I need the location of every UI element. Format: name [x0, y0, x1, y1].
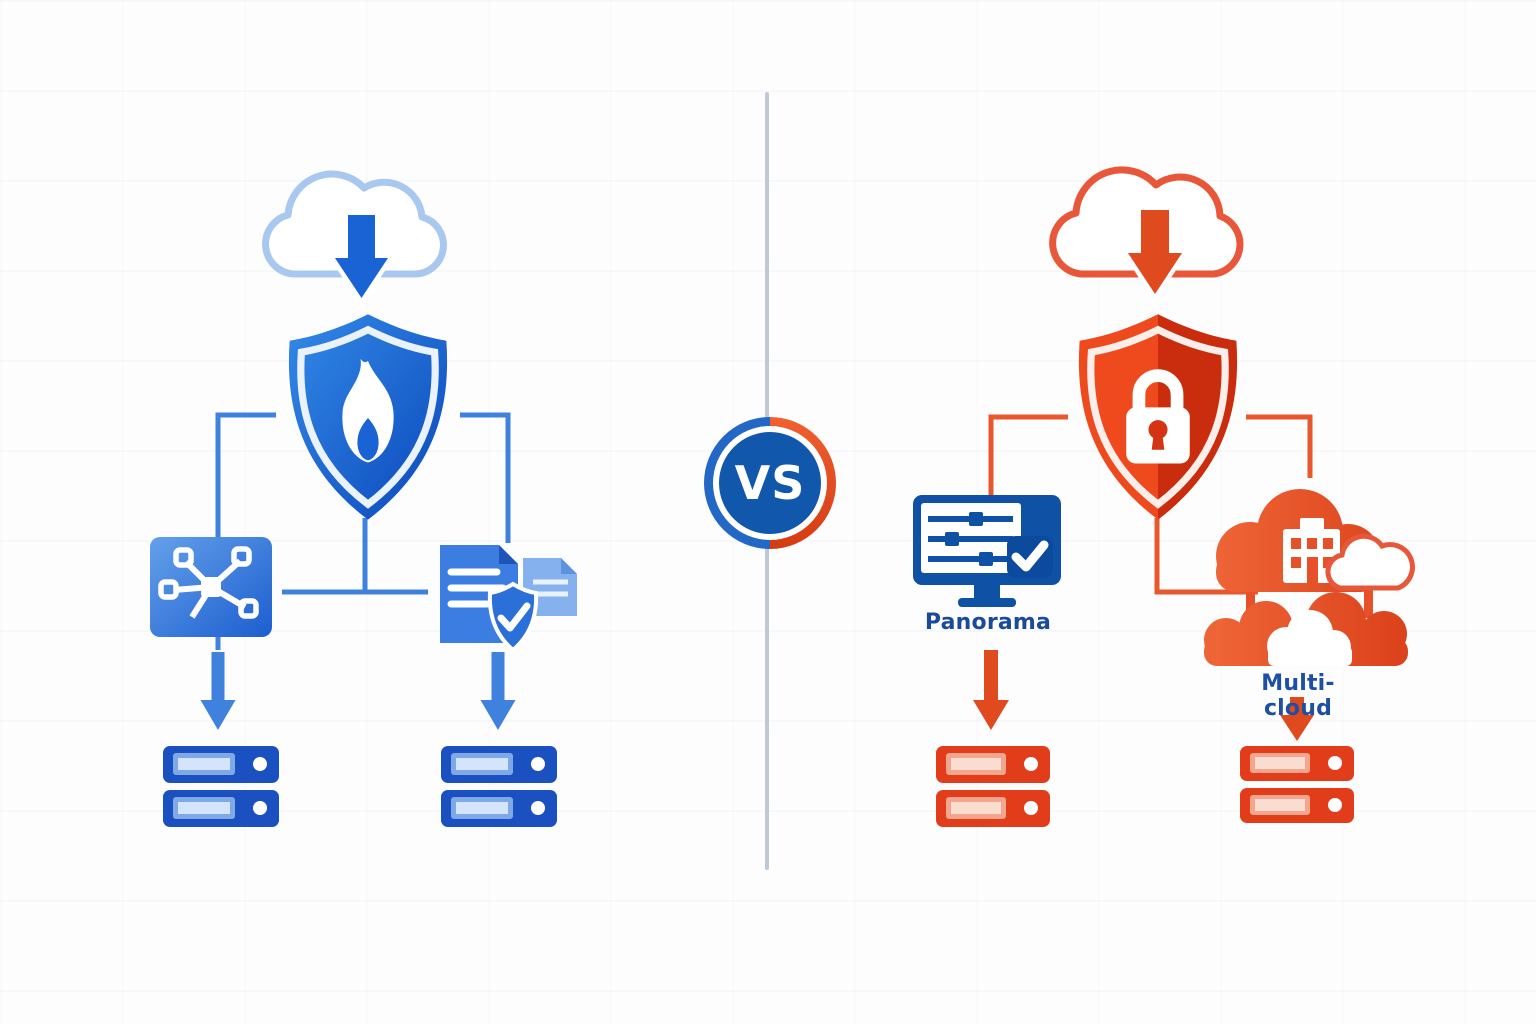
vs-inner-circle — [719, 432, 821, 534]
vs-label: VS — [735, 456, 806, 510]
blue-elbow-left — [215, 412, 276, 540]
orange-down-arrow-1 — [973, 650, 1009, 730]
back-document-lines — [533, 579, 568, 597]
server-unit — [936, 790, 1050, 827]
multicloud-label: Multi-cloud — [1261, 671, 1335, 721]
server-rack-icon — [441, 746, 557, 827]
server-unit — [1240, 788, 1354, 823]
server-unit — [163, 746, 279, 783]
check-icon — [497, 602, 531, 632]
keyhole — [1148, 420, 1168, 440]
shield-inner-ring — [297, 325, 439, 509]
flame-icon — [342, 358, 394, 463]
flame-inner — [357, 418, 379, 461]
server-unit — [163, 790, 279, 827]
download-arrow — [326, 210, 397, 304]
orange-center-drop — [1154, 518, 1258, 595]
orange-elbow-left — [988, 414, 1068, 500]
keyhole-slot — [1151, 433, 1165, 450]
server-unit — [441, 790, 557, 827]
server-rack-icon — [163, 746, 279, 827]
shield-inner-ring — [1087, 325, 1229, 509]
vs-badge: VS — [704, 417, 836, 549]
server-unit — [441, 746, 557, 783]
download-arrow — [1119, 205, 1191, 303]
cloud-link-stubs — [1246, 578, 1373, 622]
network-nodes-icon — [150, 537, 272, 637]
back-document-fold — [561, 558, 577, 574]
management-console-check-icon — [913, 495, 1061, 607]
slider-knobs — [945, 512, 993, 566]
building-icon — [1283, 518, 1340, 583]
check-icon — [1011, 540, 1049, 572]
front-document-fold — [499, 545, 518, 564]
panorama-label: Panorama — [924, 610, 1052, 635]
monitor-stand — [974, 585, 1000, 598]
orange-down-arrow-2 — [1280, 697, 1314, 741]
server-unit — [1240, 746, 1354, 781]
shield-flame-icon — [288, 314, 448, 520]
cloud-download-icon — [1049, 166, 1244, 303]
server-unit — [936, 746, 1050, 783]
white-cloud — [1325, 533, 1415, 591]
monitor-base — [958, 598, 1016, 607]
orange-elbow-right — [1246, 414, 1313, 478]
shield-check-badge — [487, 581, 539, 653]
lock-shackle — [1132, 369, 1184, 412]
white-front-cloud — [1267, 610, 1352, 666]
server-rack-icon — [1240, 746, 1354, 823]
cloud-download-icon — [262, 170, 447, 304]
front-document-lines — [447, 568, 507, 608]
documents-shield-check-icon — [440, 545, 577, 653]
network-nodes — [158, 546, 259, 619]
blue-elbow-right — [460, 412, 511, 543]
blue-down-arrow-2 — [480, 652, 516, 730]
blue-down-arrow-1 — [200, 652, 236, 730]
shield-lock-icon — [1078, 314, 1238, 520]
server-rack-icon — [936, 746, 1050, 827]
multi-cloud-building-icon — [1204, 489, 1415, 666]
network-hub — [201, 577, 221, 597]
